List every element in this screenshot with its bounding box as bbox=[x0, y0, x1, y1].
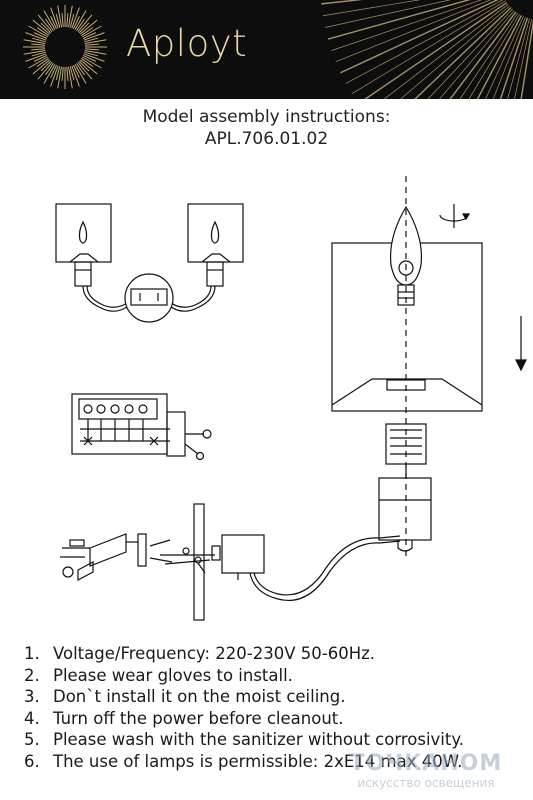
item-text: Please wear gloves to install. bbox=[53, 665, 293, 685]
item-text: The use of lamps is permissible: 2xE14 m… bbox=[53, 751, 463, 771]
watermark: TOЧKAHOM искусство освещения bbox=[336, 751, 516, 791]
list-item: 6. The use of lamps is permissible: 2xE14… bbox=[24, 751, 464, 773]
wiring-diagram bbox=[71, 393, 212, 461]
item-text: Don`t install it on the moist ceiling. bbox=[53, 687, 346, 706]
instruction-list: 1. Voltage/Frequency: 220-230V 50-60Hz. 2… bbox=[24, 643, 464, 772]
item-text: Turn off the power before cleanout. bbox=[53, 708, 344, 728]
brand-logo-text: Aployt bbox=[126, 22, 248, 65]
page-title: Model assembly instructions: APL.706.01.… bbox=[0, 106, 533, 150]
sunburst-logo-icon bbox=[23, 0, 533, 99]
item-text: Voltage/Frequency: 220-230V 50-60Hz. bbox=[53, 644, 376, 663]
item-number: 5. bbox=[24, 730, 40, 749]
item-number: 3. bbox=[24, 687, 40, 706]
list-item: 1. Voltage/Frequency: 220-230V 50-60Hz. bbox=[24, 643, 464, 665]
brand-header: Aployt bbox=[0, 0, 533, 99]
item-text: Please wash with the sanitizer without c… bbox=[53, 730, 465, 749]
list-item: 3. Don`t install it on the moist ceiling. bbox=[24, 686, 464, 708]
list-item: 4. Turn off the power before cleanout. bbox=[24, 708, 464, 730]
item-number: 6. bbox=[24, 751, 40, 771]
list-item: 5. Please wash with the sanitizer without… bbox=[24, 729, 464, 751]
mounting-bracket-drawing bbox=[60, 503, 221, 621]
title-line-1: Model assembly instructions: bbox=[142, 107, 391, 127]
list-item: 2. Please wear gloves to install. bbox=[24, 665, 464, 687]
assembly-diagram bbox=[55, 176, 527, 621]
lamp-overview-drawing bbox=[55, 203, 244, 323]
lamp-assembly-drawing bbox=[221, 176, 527, 601]
item-number: 1. bbox=[24, 644, 40, 663]
item-number: 4. bbox=[24, 708, 40, 728]
model-number: APL.706.01.02 bbox=[204, 129, 329, 149]
watermark-main: TOЧKAHOM bbox=[349, 751, 503, 776]
watermark-sub: искусство освещения bbox=[357, 776, 495, 790]
item-number: 2. bbox=[24, 665, 40, 685]
